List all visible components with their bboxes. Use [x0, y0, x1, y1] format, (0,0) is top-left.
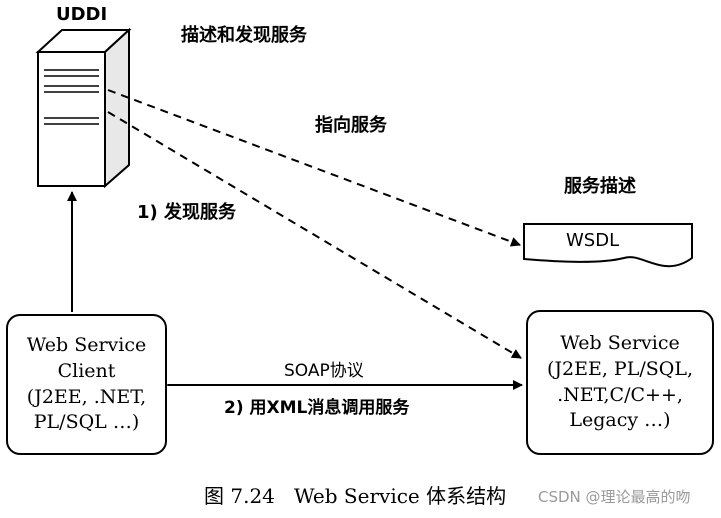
soap-protocol-label: SOAP协议 [284, 361, 364, 381]
client-line-1: Web Service [26, 334, 147, 357]
client-line-3: (J2EE, .NET, [26, 385, 147, 408]
uddi-server-icon [35, 27, 132, 189]
web-service-box: Web Service (J2EE, PL/SQL, .NET,C/C++, L… [526, 310, 714, 455]
invoke-service-label: 2) 用XML消息调用服务 [224, 398, 410, 418]
service-line-2: (J2EE, PL/SQL, [547, 357, 693, 380]
client-line-4: PL/SQL …) [33, 411, 140, 434]
watermark: CSDN @理论最高的吻 [538, 488, 691, 506]
point-to-service-label: 指向服务 [315, 115, 387, 136]
wsdl-document-shape [523, 223, 693, 268]
dashed-line-uddi-to-service [107, 111, 522, 359]
discover-service-label: 1) 发现服务 [137, 202, 237, 223]
figure-title: Web Service 体系结构 [294, 484, 507, 508]
describe-discover-label: 描述和发现服务 [181, 25, 307, 46]
figure-number: 图 7.24 [204, 484, 275, 508]
client-line-2: Client [57, 359, 116, 382]
service-line-1: Web Service [560, 332, 680, 355]
service-line-4: Legacy …) [569, 409, 671, 432]
uddi-label: UDDI [56, 4, 108, 25]
web-service-client-box: Web Service Client (J2EE, .NET, PL/SQL …… [6, 314, 167, 455]
service-line-3: .NET,C/C++, [557, 383, 683, 406]
dashed-line-uddi-to-wsdl [107, 89, 521, 247]
service-description-label: 服务描述 [564, 176, 636, 197]
wsdl-label: WSDL [566, 230, 620, 251]
